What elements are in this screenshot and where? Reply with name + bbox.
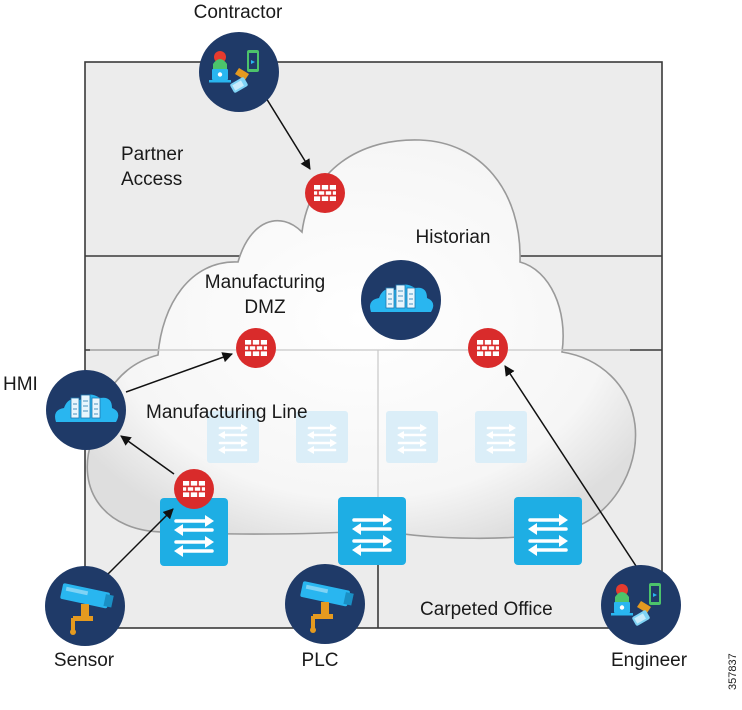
label-plc: PLC	[302, 650, 339, 671]
switch-icon	[473, 409, 529, 465]
camera-icon	[45, 566, 125, 646]
label-manufacturing-dmz-2: DMZ	[244, 297, 286, 318]
label-partner-access-1: Partner	[121, 144, 184, 165]
arrow-engineer-firewall	[504, 365, 637, 567]
arrow-sensor-firewall	[105, 508, 174, 577]
switch-icon	[512, 495, 584, 567]
firewall-icon	[467, 327, 509, 369]
camera-icon	[285, 564, 365, 644]
label-partner-access-2: Access	[121, 169, 182, 190]
firewall-icon	[173, 468, 215, 510]
label-engineer: Engineer	[611, 650, 688, 671]
firewall-icon	[304, 172, 346, 214]
label-manufacturing-dmz-1: Manufacturing	[205, 272, 325, 293]
connector-arrows	[105, 92, 637, 577]
server-icon	[45, 369, 127, 451]
label-historian: Historian	[416, 227, 491, 248]
person-laptop-icon	[601, 565, 681, 645]
firewall-icon	[235, 327, 277, 369]
server-icon	[360, 259, 442, 341]
arrow-firewall-hmi	[120, 435, 175, 475]
arrow-contractor-firewall	[262, 92, 311, 170]
label-carpeted-office: Carpeted Office	[420, 599, 553, 620]
label-hmi: HMI	[3, 374, 38, 395]
figure-id: 357837	[727, 653, 739, 690]
arrow-hmi-firewall	[125, 352, 233, 393]
label-manufacturing-line: Manufacturing Line	[146, 402, 308, 423]
person-laptop-icon	[199, 32, 279, 112]
switch-icon	[336, 495, 408, 567]
label-contractor: Contractor	[194, 2, 283, 23]
switch-icon	[384, 409, 440, 465]
label-sensor: Sensor	[54, 650, 115, 671]
